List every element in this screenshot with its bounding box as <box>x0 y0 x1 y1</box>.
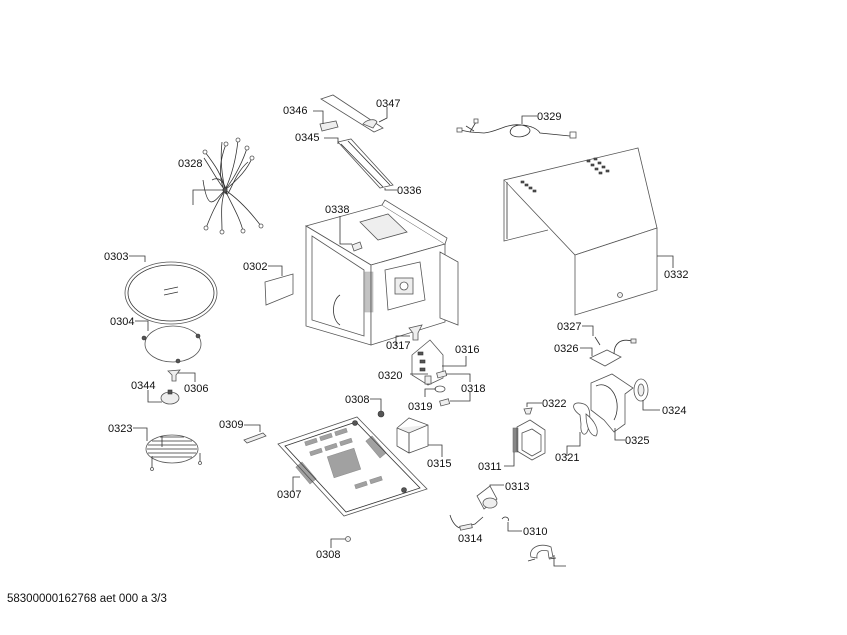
label-0323[interactable]: 0325 <box>625 435 649 447</box>
label-0308-lower[interactable]: 0308 <box>316 549 340 561</box>
label-0304[interactable]: 0304 <box>110 316 134 328</box>
label-0329[interactable]: 0329 <box>537 111 561 123</box>
label-0346[interactable]: 0346 <box>283 105 307 117</box>
part-0317-lamp[interactable] <box>408 324 423 341</box>
label-0313[interactable]: 0314 <box>458 533 482 545</box>
part-0325-fan-blade[interactable] <box>573 402 598 437</box>
part-0319-micro-switch[interactable] <box>434 385 446 393</box>
label-0321[interactable]: 0311 <box>478 461 502 473</box>
part-0311-capacitor[interactable] <box>476 485 498 510</box>
part-cavity-chassis[interactable] <box>304 199 459 346</box>
label-0347[interactable]: 0347 <box>376 98 400 110</box>
label-0324[interactable]: 0324 <box>662 405 686 417</box>
part-0307-base-plate[interactable] <box>277 416 428 517</box>
part-0320-switch[interactable] <box>424 375 432 385</box>
label-0303[interactable]: 0303 <box>104 251 128 263</box>
part-0326-circuit-board[interactable] <box>589 338 637 367</box>
part-0321-magnetron[interactable] <box>512 419 546 461</box>
label-0314[interactable]: 0310 <box>523 526 547 538</box>
label-0306[interactable]: 0344 <box>131 380 155 392</box>
label-0308[interactable]: 0308 <box>345 394 369 406</box>
label-0320[interactable]: 0320 <box>378 370 402 382</box>
part-0323-fan-housing[interactable] <box>590 373 634 433</box>
document-footer-code: 58300000162768 aet 000 a 3/3 <box>7 593 167 605</box>
part-0324-fan-motor[interactable] <box>633 378 649 402</box>
part-0314-clip[interactable] <box>501 516 509 522</box>
label-0307[interactable]: 0307 <box>277 489 301 501</box>
label-0345[interactable]: 0345 <box>295 132 319 144</box>
part-0310-capacitor-bracket[interactable] <box>527 544 557 562</box>
part-0322-thermal-cutout[interactable] <box>523 407 533 415</box>
label-0322[interactable]: 0322 <box>542 398 566 410</box>
label-0309[interactable]: 0309 <box>219 419 243 431</box>
part-0306-turntable-motor[interactable] <box>160 389 180 405</box>
label-0336[interactable]: 0336 <box>397 185 421 197</box>
label-0318[interactable]: 0318 <box>461 383 485 395</box>
label-0305[interactable]: 0306 <box>184 383 208 395</box>
part-0347-cover-plate[interactable] <box>320 94 384 133</box>
label-0344[interactable]: 0323 <box>108 423 132 435</box>
part-0327-wire[interactable] <box>594 336 601 346</box>
label-0302[interactable]: 0302 <box>243 261 267 273</box>
part-0338-thermostat[interactable] <box>351 241 363 252</box>
label-0311[interactable]: 0313 <box>505 481 529 493</box>
part-0302-waveguide-cover[interactable] <box>264 273 294 306</box>
part-0309-hinge-bracket[interactable] <box>243 432 267 444</box>
part-0332-outer-case[interactable] <box>503 147 658 316</box>
label-0316[interactable]: 0316 <box>455 344 479 356</box>
part-0318-micro-switch[interactable] <box>436 370 451 407</box>
part-0336-quartz-heater[interactable] <box>337 138 394 189</box>
part-0303-glass-plate[interactable] <box>124 261 218 325</box>
part-0328-wire-harness[interactable] <box>202 137 264 235</box>
part-0304-roller-ring[interactable] <box>141 325 202 364</box>
label-0315[interactable]: 0315 <box>427 458 451 470</box>
part-0344-grill-rack[interactable] <box>145 434 202 471</box>
part-0305-coupler[interactable] <box>167 369 181 382</box>
part-0313-diode[interactable] <box>449 514 484 531</box>
part-0346-bracket[interactable] <box>319 120 339 132</box>
part-0308-foot[interactable] <box>377 410 385 418</box>
label-0326[interactable]: 0326 <box>554 343 578 355</box>
label-0327[interactable]: 0327 <box>557 321 581 333</box>
label-0319[interactable]: 0319 <box>408 401 432 413</box>
part-0308-foot-lower[interactable] <box>345 536 351 542</box>
label-0338[interactable]: 0338 <box>325 204 349 216</box>
label-0328[interactable]: 0328 <box>178 158 202 170</box>
label-0332[interactable]: 0332 <box>664 269 688 281</box>
label-0317[interactable]: 0317 <box>386 340 410 352</box>
label-0325[interactable]: 0321 <box>555 452 579 464</box>
part-0329-power-cord[interactable] <box>456 118 577 139</box>
part-0315-transformer[interactable] <box>396 417 429 454</box>
